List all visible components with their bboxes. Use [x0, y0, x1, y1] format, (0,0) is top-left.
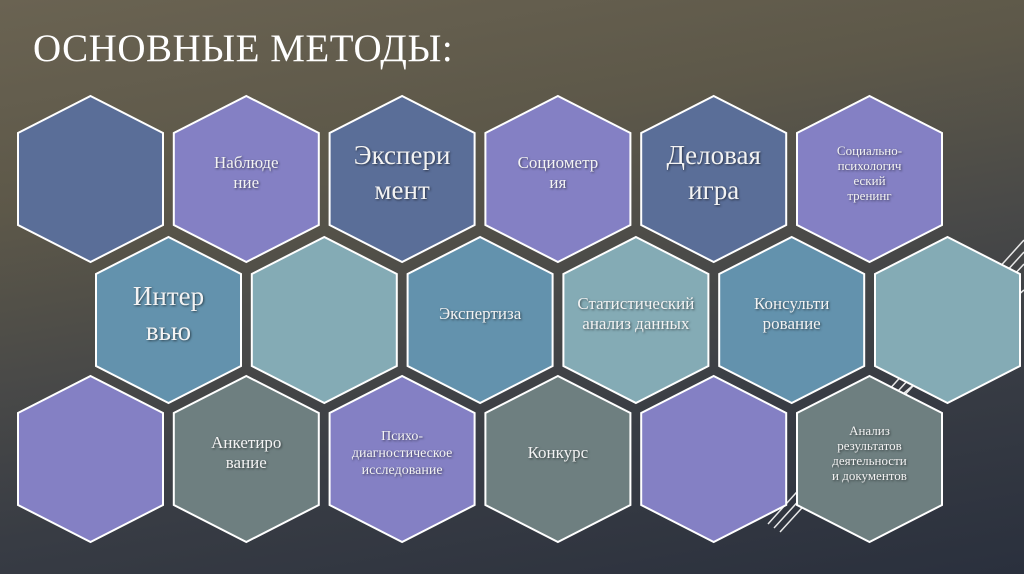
- hexagon-r1-4: [484, 94, 632, 264]
- hexagon-r2-4: [562, 235, 710, 405]
- hex-label-r1-4: Социометр ия: [517, 153, 599, 192]
- hex-label-r2-3: Экспертиза: [438, 304, 522, 323]
- hexagon-r2-5: [718, 235, 866, 405]
- hex-label-r3-6: Анализ результатов деятельности и докуме…: [832, 423, 907, 483]
- hexagon-r3-6: [796, 374, 943, 544]
- hexagon-r1-1: [17, 94, 164, 264]
- hexagon-r1-3: [328, 94, 476, 264]
- hexagon-r1-6: [796, 94, 943, 264]
- hexagon-r2-3: [406, 235, 554, 405]
- hexagon-r2-6: [874, 235, 1021, 405]
- hexagon-r3-3: [328, 374, 476, 544]
- hex-label-r3-4: Конкурс: [527, 443, 589, 462]
- hexagon-r2-1: [95, 235, 242, 405]
- hexagon-r3-2: [172, 374, 320, 544]
- hex-label-r3-5: [641, 370, 786, 536]
- hexagon-r1-5: [640, 94, 788, 264]
- hex-label-r3-1: [18, 370, 163, 536]
- hex-label-r2-1: Интер вью: [132, 281, 205, 346]
- hex-label-r2-4: Статистический анализ данных: [577, 294, 695, 333]
- hex-label-r1-2: Наблюде ние: [214, 153, 279, 192]
- hex-label-r3-3: Психо- диагностическое исследование: [351, 428, 453, 478]
- slide-title: ОСНОВНЫЕ МЕТОДЫ:: [33, 27, 454, 70]
- hexagon-r2-2: [250, 235, 398, 405]
- hexagon-r3-5: [640, 374, 788, 544]
- hexagon-r3-4: [484, 374, 632, 544]
- hexagon-r1-2: [172, 94, 320, 264]
- hex-label-r3-2: Анкетиро вание: [211, 433, 282, 472]
- hex-label-r1-6: Социально- психологич еский тренинг: [836, 143, 903, 203]
- hex-label-r1-5: Деловая игра: [666, 140, 761, 205]
- hex-label-r1-3: Экспери мент: [353, 140, 451, 205]
- hexagon-r3-1: [17, 374, 164, 544]
- hex-label-r2-5: Консульти рование: [754, 294, 830, 333]
